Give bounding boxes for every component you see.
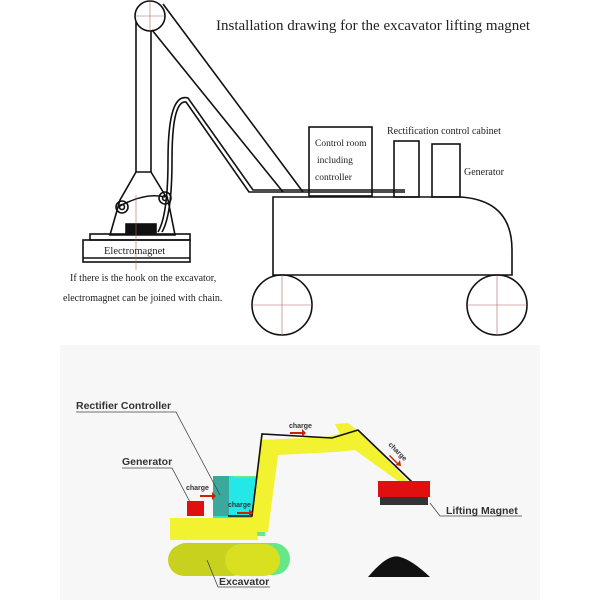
rectifier-controller	[213, 476, 229, 516]
note-line-1: If there is the hook on the excavator,	[70, 273, 216, 284]
top-drawing	[82, 0, 528, 336]
generator-label-bottom: Generator	[122, 456, 172, 468]
rectification-label: Rectification control cabinet	[387, 126, 501, 137]
control-room	[308, 126, 373, 197]
charge-cable	[228, 429, 413, 517]
control-room-label-2: including	[317, 156, 353, 166]
boom-base	[108, 171, 176, 236]
control-room-label-3: controller	[315, 173, 353, 183]
charge-label-1: charge	[289, 423, 312, 430]
arm	[252, 423, 408, 532]
title: Installation drawing for the excavator l…	[216, 18, 531, 34]
rectifier-controller-label: Rectifier Controller	[76, 400, 171, 412]
lifting-magnet-label: Lifting Magnet	[446, 505, 518, 517]
rectification-cabinet	[393, 140, 420, 198]
boom-outer	[162, 3, 304, 193]
electromagnet-label: Electromagnet	[104, 246, 165, 257]
excavator-body	[272, 196, 513, 276]
generator-block	[187, 501, 204, 516]
pulley	[134, 0, 166, 32]
electromagnet	[82, 239, 191, 263]
charge-label-3: charge	[228, 502, 251, 509]
excavator-label: Excavator	[219, 576, 269, 588]
generator-label: Generator	[464, 167, 505, 178]
note-line-2: electromagnet can be joined with chain.	[63, 293, 222, 304]
cable	[157, 96, 405, 233]
control-room-label-1: Control room	[315, 139, 367, 149]
upper-body	[170, 518, 258, 540]
generator-box	[431, 143, 461, 198]
scrap-pile	[368, 556, 430, 577]
charge-label-2: charge	[186, 485, 209, 492]
bottom-drawing	[60, 345, 540, 600]
lifting-magnet	[378, 481, 430, 497]
